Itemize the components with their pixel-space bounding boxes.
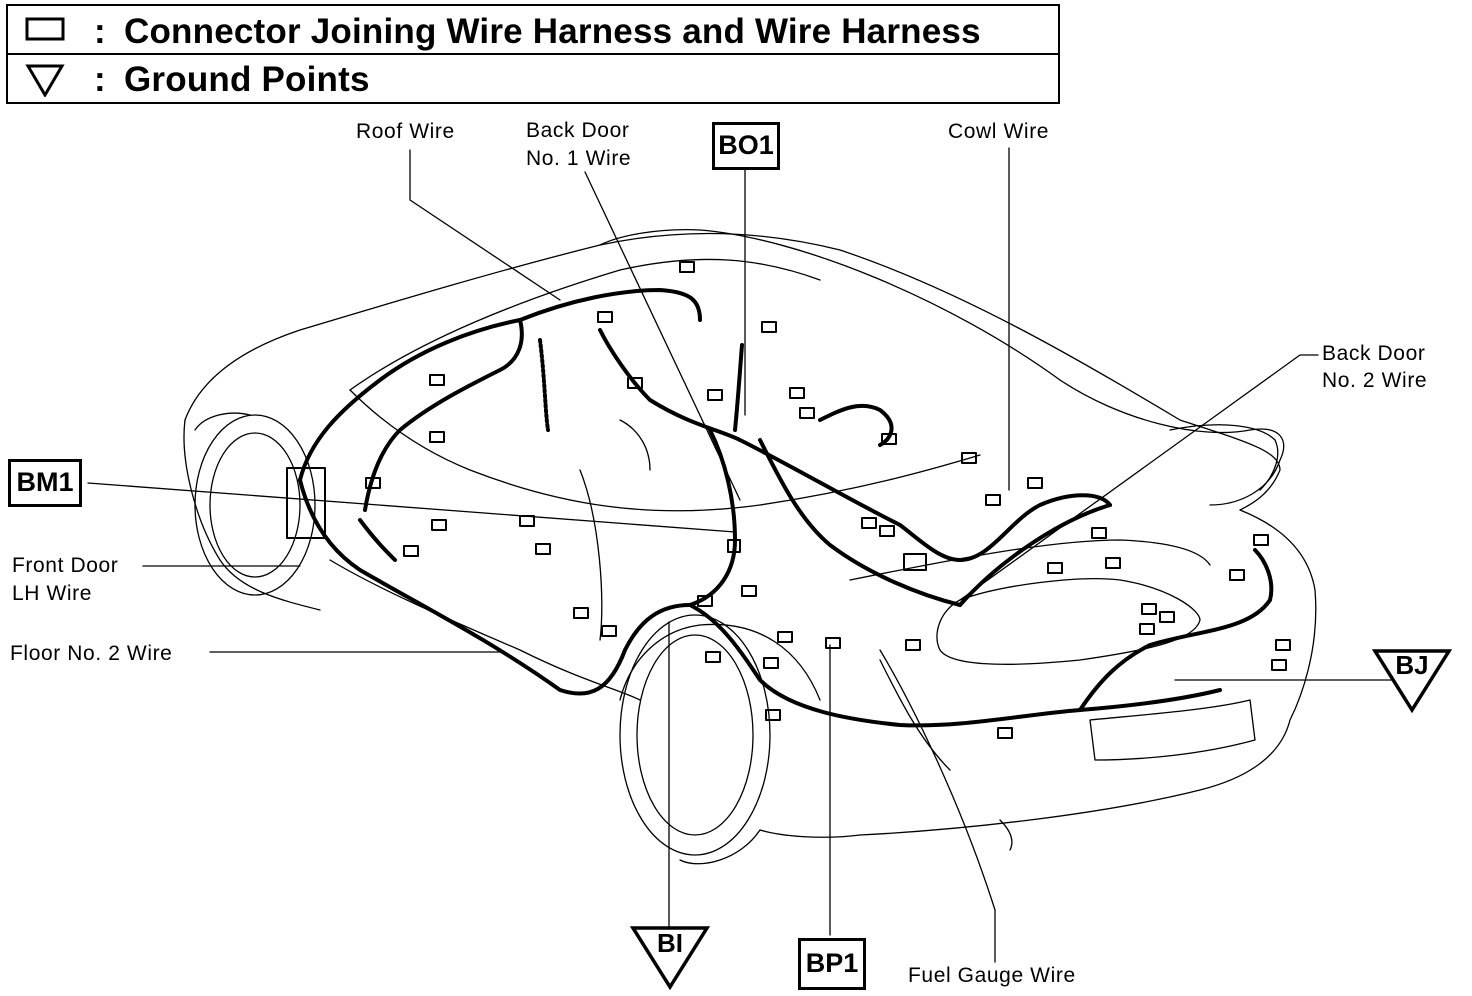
fuel-gauge-wire-label: Fuel Gauge Wire [908, 964, 1076, 987]
connector-bp1: BP1 [798, 938, 866, 990]
roof-wire-label: Roof Wire [356, 120, 455, 143]
legend-row-connector: : Connector Joining Wire Harness and Wir… [8, 6, 1058, 55]
front-door-lh-label-line1: Front Door [12, 554, 119, 577]
legend: : Connector Joining Wire Harness and Wir… [6, 4, 1060, 104]
back-door-no1-label-line2: No. 1 Wire [526, 147, 632, 170]
car-body-outline [183, 229, 1317, 865]
floor-no2-wire-label: Floor No. 2 Wire [10, 642, 173, 665]
connector-bm1: BM1 [8, 459, 82, 507]
wire-harness-lines [298, 288, 1274, 728]
legend-row-ground: : Ground Points [8, 54, 1058, 101]
legend-connector-text: Connector Joining Wire Harness and Wire … [124, 12, 981, 51]
ground-bi-label: BI [657, 928, 683, 958]
back-door-no2-label-line2: No. 2 Wire [1322, 369, 1428, 392]
leader-lines [87, 147, 1411, 963]
cowl-wire-label: Cowl Wire [948, 120, 1050, 143]
small-connectors [286, 261, 1291, 739]
legend-colon: : [94, 12, 106, 51]
connector-square-icon [25, 17, 65, 41]
legend-colon: : [94, 60, 106, 99]
front-door-lh-label-line2: LH Wire [12, 582, 93, 605]
ground-bj-icon [1372, 649, 1452, 714]
legend-ground-text: Ground Points [124, 60, 370, 99]
ground-bj-label: BJ [1395, 650, 1429, 680]
back-door-no2-label-line1: Back Door [1322, 342, 1426, 365]
connector-bo1: BO1 [712, 122, 780, 170]
ground-triangle-icon [25, 64, 65, 97]
back-door-no1-label-line1: Back Door [526, 119, 630, 142]
ground-bi-icon [630, 926, 710, 991]
